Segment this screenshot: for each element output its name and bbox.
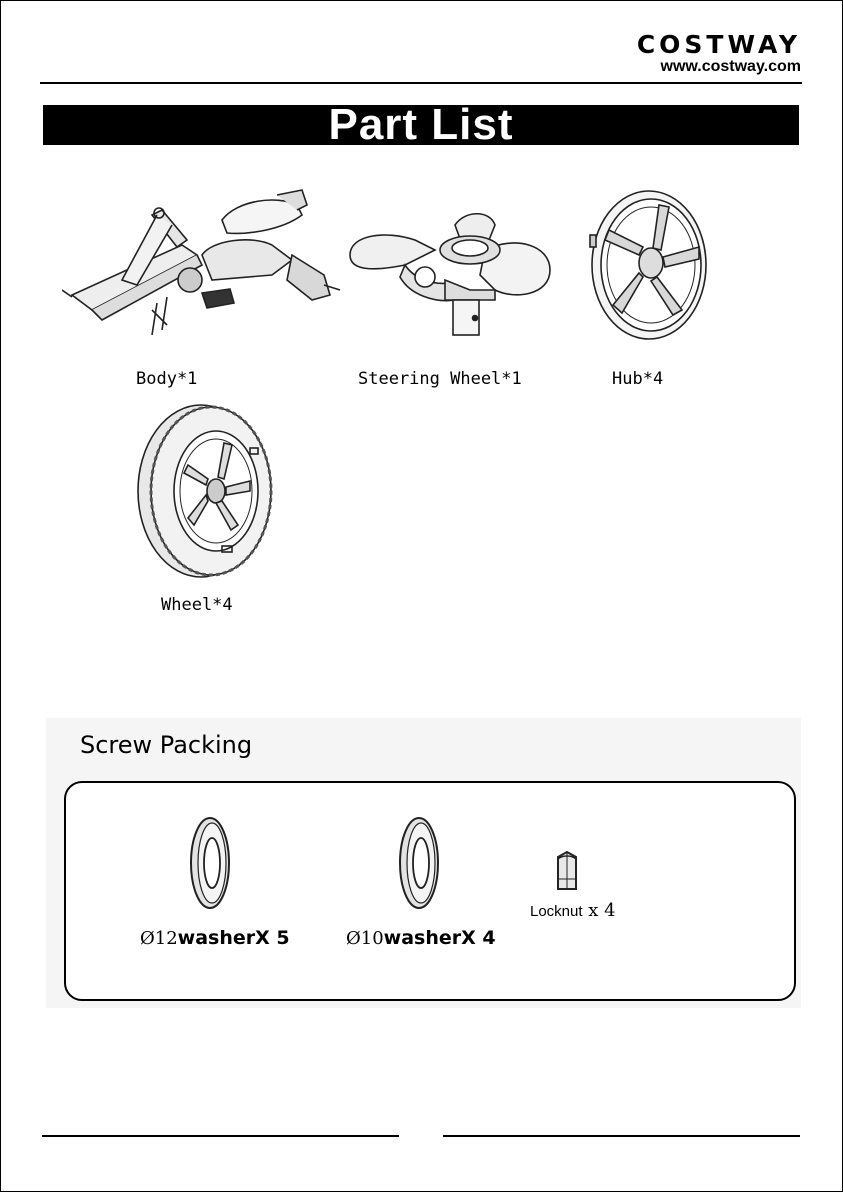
page-title: Part List: [43, 105, 799, 145]
brand-url: www.costway.com: [637, 58, 801, 76]
part-label-body: Body*1: [136, 369, 197, 389]
steering-wheel-icon: [345, 205, 555, 345]
washer-12-label: Ø12washerX 5: [140, 927, 290, 950]
washer-10-qty: X 4: [461, 927, 495, 949]
washer-12-qty: X 5: [255, 927, 289, 949]
hub-icon: [587, 185, 712, 345]
footer-rule-left: [42, 1135, 399, 1137]
washer-icon: [397, 815, 441, 911]
washer-10-name: washer: [384, 927, 461, 949]
brand-header: COSTWAY www.costway.com: [637, 32, 801, 76]
locknut-qty: x 4: [588, 900, 615, 921]
screw-packing-title: Screw Packing: [80, 730, 252, 760]
header-rule: [40, 82, 802, 84]
washer-icon: [188, 815, 232, 911]
brand-name: COSTWAY: [637, 32, 801, 57]
washer-12-name: washer: [178, 927, 255, 949]
washer-10-size: Ø10: [346, 928, 384, 949]
washer-12-size: Ø12: [140, 928, 178, 949]
locknut-name: Locknut: [530, 903, 583, 920]
locknut-icon: [554, 849, 580, 893]
footer-rule-right: [443, 1135, 800, 1137]
part-label-hub: Hub*4: [612, 369, 663, 389]
kart-body-icon: [62, 185, 342, 345]
part-label-wheel: Wheel*4: [161, 595, 233, 615]
locknut-label: Locknut x 4: [530, 900, 616, 923]
part-label-steering-wheel: Steering Wheel*1: [358, 369, 522, 389]
washer-10-label: Ø10washerX 4: [346, 927, 496, 950]
wheel-icon: [136, 403, 276, 583]
